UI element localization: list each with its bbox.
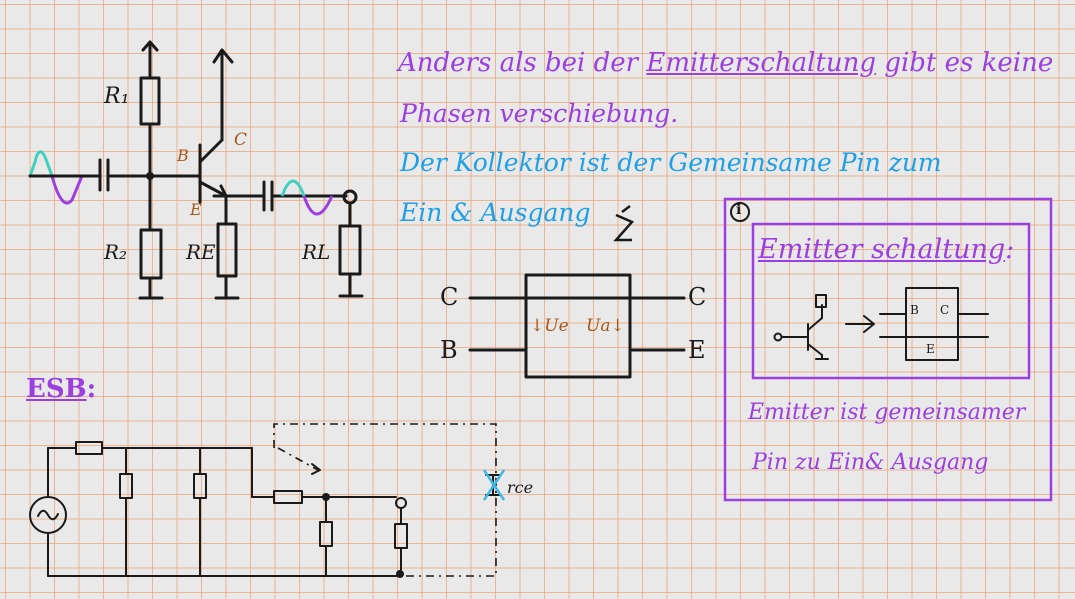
line1-end: gibt es keine xyxy=(876,48,1054,78)
esb-heading-text: ESB xyxy=(26,374,87,404)
label-rce: rce xyxy=(507,478,534,497)
emitterschaltung-underlined: Emitterschaltung xyxy=(646,48,877,78)
box-title-colon: : xyxy=(1005,234,1015,265)
esb-circuit xyxy=(29,423,506,578)
paragraph-line-4: Ein & Ausgang xyxy=(400,198,591,227)
box-title-text: Emitter schaltung xyxy=(758,234,1006,265)
small-block-e: E xyxy=(926,342,935,356)
esb-heading-colon: : xyxy=(86,374,97,404)
small-block-b: B xyxy=(910,303,919,317)
label-r1: R₁ xyxy=(104,84,130,109)
line1-start: Anders als bei der xyxy=(398,48,647,78)
label-re: RE xyxy=(186,240,216,264)
block-e-right: E xyxy=(688,336,706,364)
common-collector-circuit xyxy=(28,40,364,300)
block-c-left: C xyxy=(440,283,459,311)
block-ue: ↓Ue xyxy=(530,316,569,336)
block-b-left: B xyxy=(440,336,458,364)
paragraph-line-2: Phasen verschiebung. xyxy=(400,99,679,128)
small-block-c: C xyxy=(940,303,950,317)
block-ua: Ua↓ xyxy=(586,316,625,336)
label-r2: R₂ xyxy=(104,240,128,264)
label-emitter: E xyxy=(190,200,202,219)
label-collector: C xyxy=(234,130,248,150)
box-note-2: Pin zu Ein& Ausgang xyxy=(752,450,989,475)
label-rl: RL xyxy=(302,240,331,264)
esb-heading: ESB: xyxy=(26,376,96,402)
paragraph-line-3: Der Kollektor ist der Gemeinsame Pin zum xyxy=(400,148,942,177)
box-title: Emitter schaltung: xyxy=(758,236,1014,263)
emitter-box xyxy=(723,197,1053,502)
label-base: B xyxy=(177,146,189,165)
block-c-right: C xyxy=(688,283,707,311)
paragraph-line-1: Anders als bei der Emitterschaltung gibt… xyxy=(398,50,1053,76)
box-note-1: Emitter ist gemeinsamer xyxy=(748,400,1026,425)
info-icon: i xyxy=(736,202,742,218)
block-diagram xyxy=(468,205,686,379)
